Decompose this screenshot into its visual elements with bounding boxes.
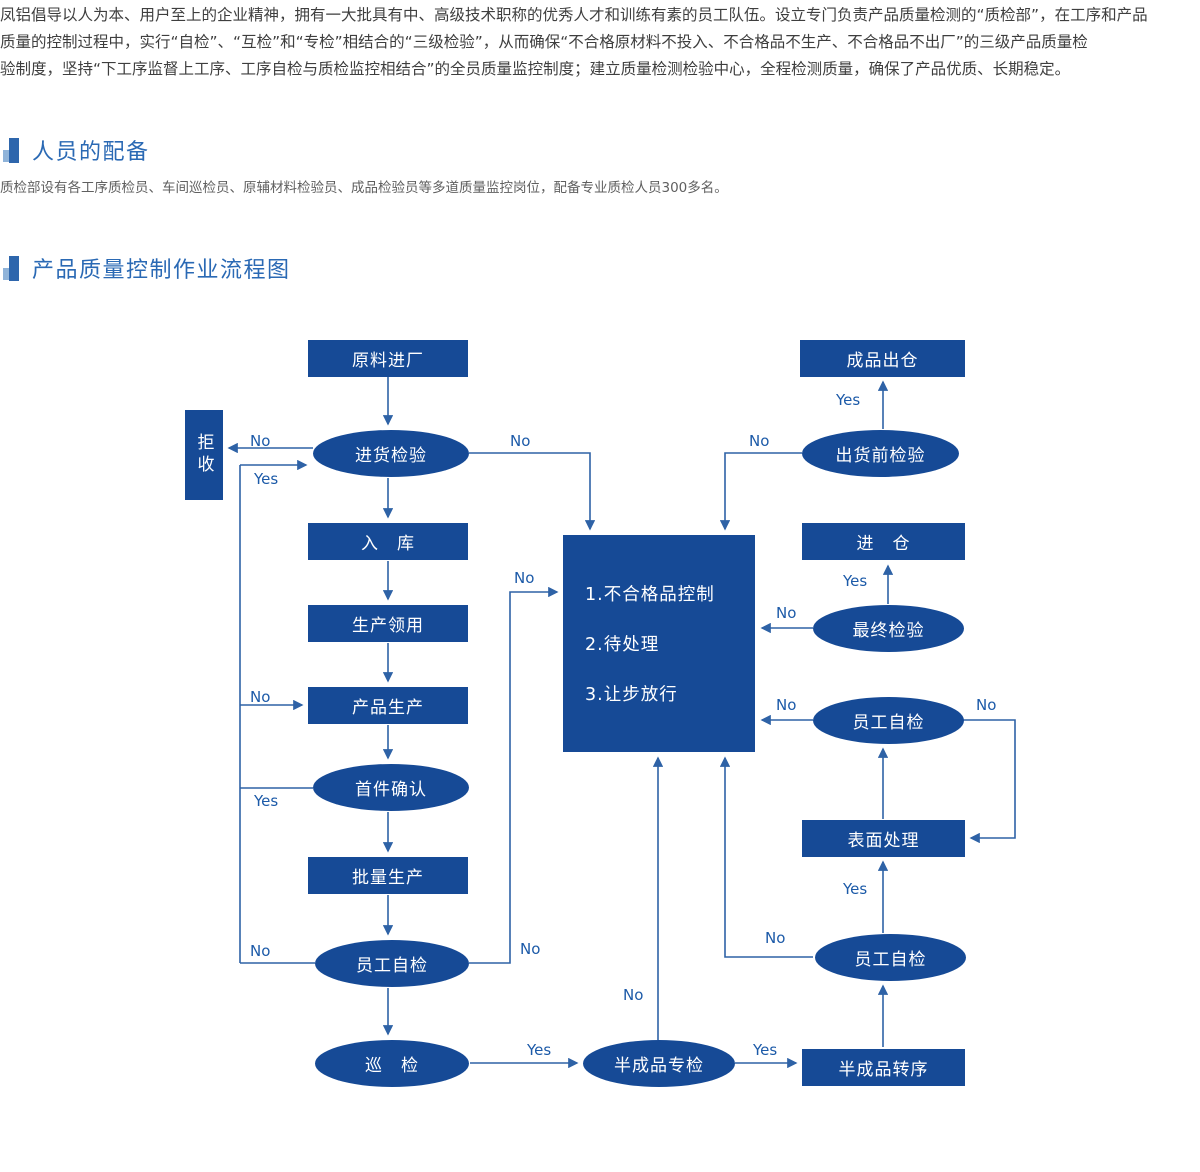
node-nonconforming-control-box: 1.不合格品控制 2.待处理 3.让步放行 <box>563 535 755 752</box>
edge-label-no: No <box>976 696 997 714</box>
edge-label-no: No <box>776 604 797 622</box>
node-surface-treatment: 表面处理 <box>802 820 965 857</box>
edge-label-no: No <box>250 942 271 960</box>
edge-label-no: No <box>776 696 797 714</box>
section-personnel-heading: 人员的配备 <box>3 134 150 166</box>
edge-label-no: No <box>510 432 531 450</box>
edge-label-yes: Yes <box>254 470 279 488</box>
edge-label-yes: Yes <box>254 792 279 810</box>
node-final-inspection: 最终检验 <box>813 605 964 652</box>
bigbox-item: 1.不合格品控制 <box>585 585 715 605</box>
node-warehouse-enter: 进 仓 <box>802 523 965 560</box>
edge-label-no: No <box>749 432 770 450</box>
section-flowchart-heading: 产品质量控制作业流程图 <box>3 252 291 284</box>
node-first-article-confirm: 首件确认 <box>313 764 469 811</box>
node-finished-goods-out: 成品出仓 <box>800 340 965 377</box>
intro-line: 验制度，坚持“下工序监督上工序、工序自检与质检监控相结合”的全员质量监控制度；建… <box>0 60 1071 78</box>
edge-label-no: No <box>623 986 644 1004</box>
node-employee-self-check-right-lower: 员工自检 <box>815 934 966 981</box>
section-bullet-icon <box>3 137 19 163</box>
bigbox-item: 3.让步放行 <box>585 685 678 705</box>
node-warehouse-in: 入 库 <box>308 523 468 560</box>
node-production-requisition: 生产领用 <box>308 605 468 642</box>
node-semi-finished-special-inspection: 半成品专检 <box>583 1040 735 1087</box>
node-product-production: 产品生产 <box>308 687 468 724</box>
node-incoming-inspection: 进货检验 <box>313 430 469 477</box>
node-patrol-inspection: 巡 检 <box>315 1040 469 1087</box>
edge-label-no: No <box>250 432 271 450</box>
node-raw-material-in: 原料进厂 <box>308 340 468 377</box>
node-employee-self-check-left: 员工自检 <box>315 940 469 987</box>
node-semi-finished-transfer: 半成品转序 <box>802 1049 965 1086</box>
intro-line: 质量的控制过程中，实行“自检”、“互检”和“专检”相结合的“三级检验”，从而确保… <box>0 33 1088 51</box>
node-employee-self-check-right-upper: 员工自检 <box>813 697 964 744</box>
node-batch-production: 批量生产 <box>308 857 468 894</box>
edge-label-yes: Yes <box>527 1041 552 1059</box>
bigbox-item: 2.待处理 <box>585 635 660 655</box>
edge-label-no: No <box>514 569 535 587</box>
edge-label-yes: Yes <box>836 391 861 409</box>
edge-label-no: No <box>520 940 541 958</box>
edge-label-yes: Yes <box>843 880 868 898</box>
node-preshipment-inspection: 出货前检验 <box>802 430 959 477</box>
section-personnel-body: 质检部设有各工序质检员、车间巡检员、原辅材料检验员、成品检验员等多道质量监控岗位… <box>0 180 728 196</box>
node-reject: 拒收 <box>185 410 223 500</box>
intro-line: 凤铝倡导以人为本、用户至上的企业精神，拥有一大批具有中、高级技术职称的优秀人才和… <box>0 6 1148 24</box>
section-flowchart-title: 产品质量控制作业流程图 <box>32 258 291 283</box>
edge-label-yes: Yes <box>753 1041 778 1059</box>
intro-paragraph: 凤铝倡导以人为本、用户至上的企业精神，拥有一大批具有中、高级技术职称的优秀人才和… <box>0 2 1200 83</box>
edge-label-yes: Yes <box>843 572 868 590</box>
section-bullet-icon <box>3 255 19 281</box>
edge-label-no: No <box>765 929 786 947</box>
edge-label-no: No <box>250 688 271 706</box>
section-personnel-title: 人员的配备 <box>32 140 150 165</box>
